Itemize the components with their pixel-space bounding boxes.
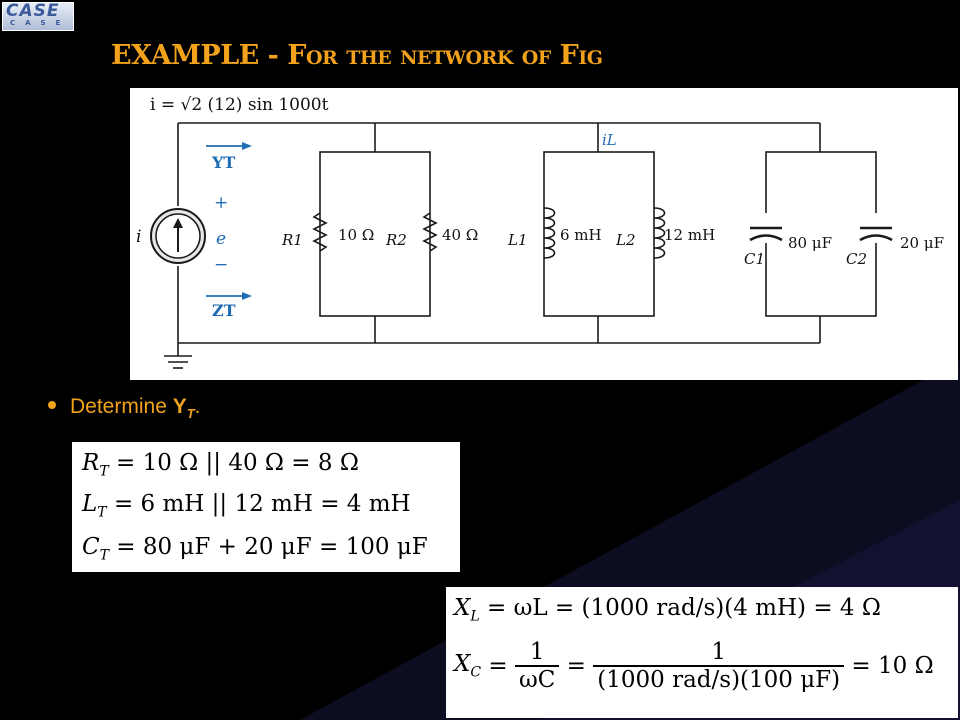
- r1-value: 10 Ω: [338, 226, 374, 244]
- equation-lt: LT = 6 mH || 12 mH = 4 mH: [82, 491, 411, 521]
- l2-name: L2: [615, 231, 636, 249]
- plus-sign: +: [214, 193, 228, 213]
- title-rest: For the network of Fig: [287, 40, 603, 71]
- equations-reactances: XL = ωL = (1000 rad/s)(4 mH) = 4 Ω XC = …: [446, 587, 958, 718]
- yt-label: YT: [211, 153, 235, 172]
- r1-name: R1: [281, 231, 303, 249]
- circuit-diagram: i = √2 (12) sin 1000t i YT ZT + e − iL R…: [130, 88, 958, 380]
- bullet-dot: [48, 401, 56, 410]
- l2-value: 12 mH: [664, 226, 715, 244]
- equation-ct: CT = 80 μF + 20 μF = 100 μF: [82, 534, 428, 564]
- r2-value: 40 Ω: [442, 226, 478, 244]
- source-label: i: [136, 227, 141, 247]
- equations-rlc-totals: RT = 10 Ω || 40 Ω = 8 Ω LT = 6 mH || 12 …: [72, 442, 460, 572]
- c1-name: C1: [744, 250, 765, 268]
- minus-sign: −: [214, 255, 228, 275]
- case-logo: CASE CASE: [0, 0, 74, 33]
- equation-xl: XL = ωL = (1000 rad/s)(4 mH) = 4 Ω: [454, 595, 881, 625]
- bullet-determine-yt: Determine YT.: [48, 395, 201, 421]
- voltage-label: e: [216, 229, 226, 249]
- slide-title: EXAMPLE - For the network of Fig: [111, 40, 603, 71]
- l1-name: L1: [507, 231, 528, 249]
- l1-value: 6 mH: [560, 226, 602, 244]
- source-equation: i = √2 (12) sin 1000t: [150, 95, 329, 115]
- zt-label: ZT: [212, 301, 236, 320]
- equation-rt: RT = 10 Ω || 40 Ω = 8 Ω: [82, 450, 359, 480]
- c2-name: C2: [846, 250, 867, 268]
- c1-value: 80 μF: [788, 234, 832, 252]
- fraction-numeric: 1(1000 rad/s)(100 μF): [593, 639, 845, 693]
- r2-name: R2: [385, 231, 407, 249]
- c2-value: 20 μF: [900, 234, 944, 252]
- il-label: iL: [602, 131, 617, 149]
- title-lead: EXAMPLE -: [111, 40, 288, 71]
